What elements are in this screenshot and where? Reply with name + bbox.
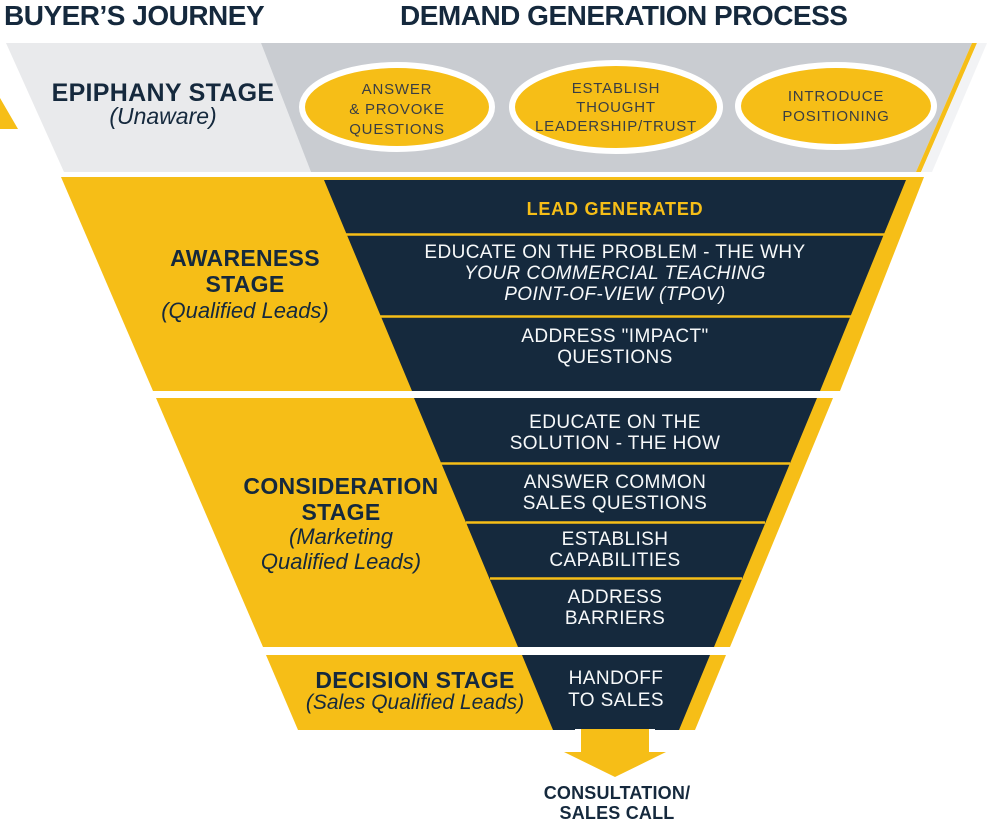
awareness-stage-label: AWARENESS STAGE [95, 245, 395, 297]
demand-generation-title: DEMAND GENERATION PROCESS [400, 0, 848, 31]
consultation-sales-call-label: CONSULTATION/ SALES CALL [467, 783, 767, 821]
navy-text-line: TO SALES [568, 690, 664, 711]
oval-text-line: THOUGHT [576, 99, 656, 116]
navy-text-line: BARRIERS [564, 608, 666, 629]
stage-label-line: STAGE [205, 271, 285, 297]
handoff-to-sales-text: HANDOFF TO SALES [466, 668, 766, 712]
navy-text-line: EDUCATE ON THE [529, 412, 701, 433]
epiphany-stage-qualifier: (Unaware) [109, 103, 217, 129]
oval-text-line: INTRODUCE [787, 88, 885, 105]
decision-navy-section [522, 655, 710, 730]
address-barriers-text: ADDRESS BARRIERS [465, 587, 765, 629]
navy-text-line: SOLUTION - THE HOW [509, 433, 721, 454]
oval-text-line: ESTABLISH [571, 80, 661, 97]
epiphany-band-white-edge [921, 43, 987, 172]
navy-text-line: YOUR COMMERCIAL TEACHING [464, 263, 766, 284]
educate-on-solution-text: EDUCATE ON THE SOLUTION - THE HOW [465, 412, 765, 454]
stage-label-line: STAGE [301, 499, 381, 525]
navy-text-line: ESTABLISH [561, 529, 669, 550]
establish-capabilities-text: ESTABLISH CAPABILITIES [465, 529, 765, 571]
stage-label-line: CONSIDERATION [243, 473, 439, 499]
navy-text-line: HANDOFF [568, 668, 664, 689]
epiphany-oval-3 [735, 62, 937, 150]
oval-text-line: QUESTIONS [349, 121, 445, 138]
consideration-stage-label: CONSIDERATION STAGE [191, 473, 491, 525]
epiphany-oval-2 [509, 60, 723, 154]
oval-introduce-positioning: INTRODUCE POSITIONING [736, 87, 936, 127]
stage-qualifier-line: (Marketing [289, 524, 393, 549]
educate-on-problem-text: EDUCATE ON THE PROBLEM - THE WHY YOUR CO… [415, 242, 815, 305]
navy-text-line: ADDRESS "IMPACT" [521, 326, 709, 347]
oval-text-line: ANSWER [361, 81, 433, 98]
handoff-arrow-icon [564, 729, 666, 777]
decision-stage-qualifier: (Sales Qualified Leads) [305, 691, 525, 714]
navy-text-line: ADDRESS [567, 587, 663, 608]
consideration-stage-qualifier: (Marketing Qualified Leads) [191, 524, 491, 574]
stage-qualifier-line: Qualified Leads) [260, 549, 422, 574]
left-yellow-sliver [0, 98, 18, 129]
navy-text-line: CAPABILITIES [549, 550, 681, 571]
buyers-journey-title: BUYER’S JOURNEY [4, 0, 265, 31]
epiphany-oval-1 [299, 62, 495, 152]
navy-text-line: POINT-OF-VIEW (TPOV) [504, 284, 726, 305]
epiphany-band-yellow-edge [916, 43, 977, 172]
stage-label-line: AWARENESS [170, 245, 320, 271]
answer-common-sales-questions-text: ANSWER COMMON SALES QUESTIONS [465, 472, 765, 514]
oval-text-line: & PROVOKE [349, 101, 445, 118]
outcome-line: SALES CALL [559, 803, 675, 821]
outcome-line: CONSULTATION/ [543, 783, 691, 803]
navy-text-line: QUESTIONS [557, 347, 673, 368]
oval-text-line: POSITIONING [782, 108, 890, 125]
address-impact-questions-text: ADDRESS "IMPACT" QUESTIONS [465, 326, 765, 368]
epiphany-stage-label: EPIPHANY STAGE [51, 79, 275, 107]
oval-text-line: LEADERSHIP/TRUST [535, 118, 697, 135]
oval-answer-provoke-questions: ANSWER & PROVOKE QUESTIONS [297, 80, 497, 140]
oval-establish-thought-leadership: ESTABLISH THOUGHT LEADERSHIP/TRUST [506, 79, 726, 136]
navy-text-line: SALES QUESTIONS [522, 493, 708, 514]
epiphany-band-left-shape [6, 43, 311, 172]
navy-text-line: ANSWER COMMON [523, 472, 707, 493]
awareness-navy-section [324, 180, 906, 391]
awareness-stage-qualifier: (Qualified Leads) [161, 298, 329, 323]
navy-text-line: EDUCATE ON THE PROBLEM - THE WHY [424, 242, 806, 263]
lead-generated-label: LEAD GENERATED [526, 199, 704, 219]
decision-stage-label: DECISION STAGE [315, 667, 515, 693]
